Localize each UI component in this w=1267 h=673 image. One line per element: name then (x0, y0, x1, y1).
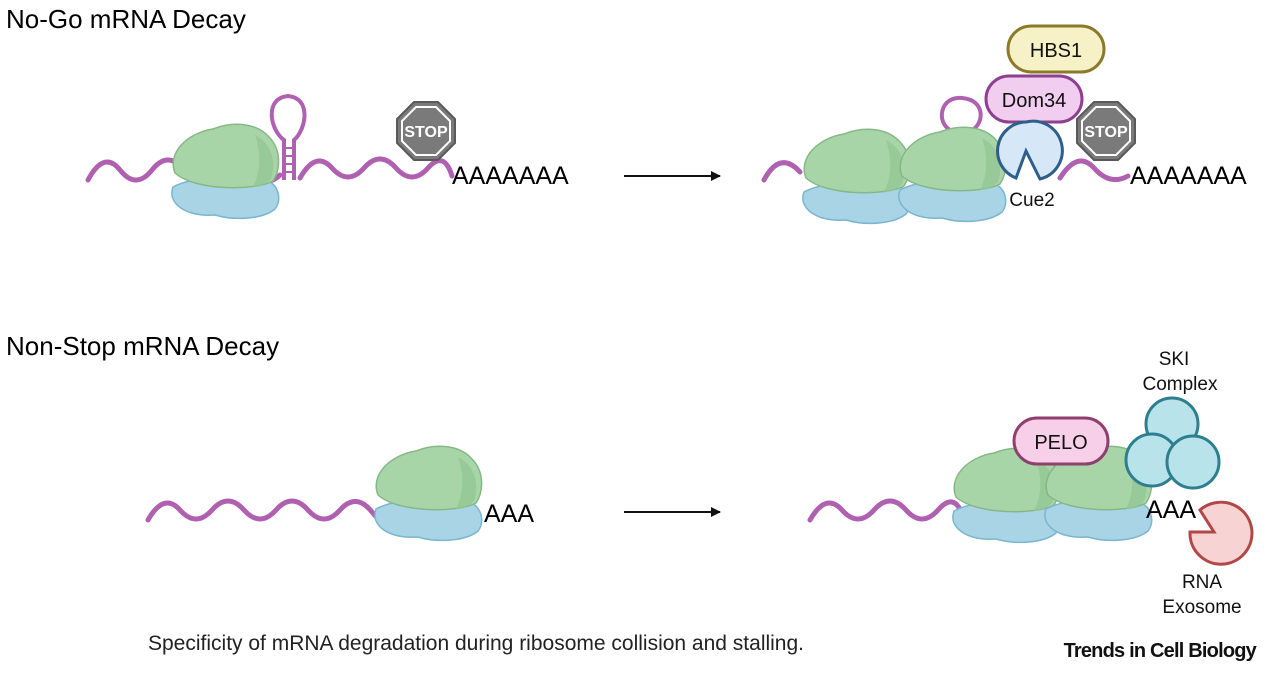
cue2-factor: Cue2 (996, 119, 1064, 211)
dom34-factor: Dom34 (984, 74, 1084, 124)
journal-logo: Trends in Cell Biology (1064, 640, 1258, 662)
nogo-title: No-Go mRNA Decay (6, 4, 246, 34)
nogo-left-stop-label: STOP (404, 124, 448, 141)
nogo-left-stop-sign: STOP (396, 101, 456, 161)
nogo-right-stop-sign: STOP (1076, 101, 1136, 161)
dom34-label: Dom34 (1002, 90, 1066, 112)
nogo-stem-loop (269, 93, 307, 180)
hbs1-label: HBS1 (1030, 40, 1082, 62)
hbs1-factor: HBS1 (1006, 24, 1106, 74)
nonstop-title: Non-Stop mRNA Decay (6, 331, 279, 361)
ski-label-line1: SKI (1159, 349, 1190, 370)
nogo-right-polya: AAAAAAA (1130, 162, 1247, 190)
exosome-label-line2: Exosome (1162, 597, 1241, 618)
nonstop-left-mrna (145, 498, 393, 525)
nonstop-left-polya: AAA (484, 500, 534, 528)
nogo-right-stem-loop (940, 95, 983, 132)
pelo-label: PELO (1034, 432, 1087, 454)
nonstop-right-mrna (807, 498, 965, 523)
figure-caption: Specificity of mRNA degradation during r… (148, 632, 804, 655)
nogo-right-stop-label: STOP (1084, 124, 1128, 141)
ski-label-line2: Complex (1143, 374, 1218, 395)
nogo-right-ribosome-2 (898, 126, 1007, 223)
pelo-factor: PELO (1012, 416, 1110, 466)
nogo-right-mrna (761, 158, 1131, 183)
rna-exosome: RNA Exosome (1162, 500, 1254, 618)
cue2-label: Cue2 (1009, 190, 1054, 211)
ski-complex: SKI Complex (1124, 349, 1221, 490)
nonstop-left-ribosome (374, 445, 483, 542)
exosome-label-line1: RNA (1182, 572, 1222, 593)
nogo-left-polya: AAAAAAA (452, 162, 569, 190)
nonstop-right-polya: AAA (1146, 496, 1196, 524)
nogo-right-ribosome-1 (802, 128, 911, 225)
nogo-left-ribosome (171, 123, 280, 220)
